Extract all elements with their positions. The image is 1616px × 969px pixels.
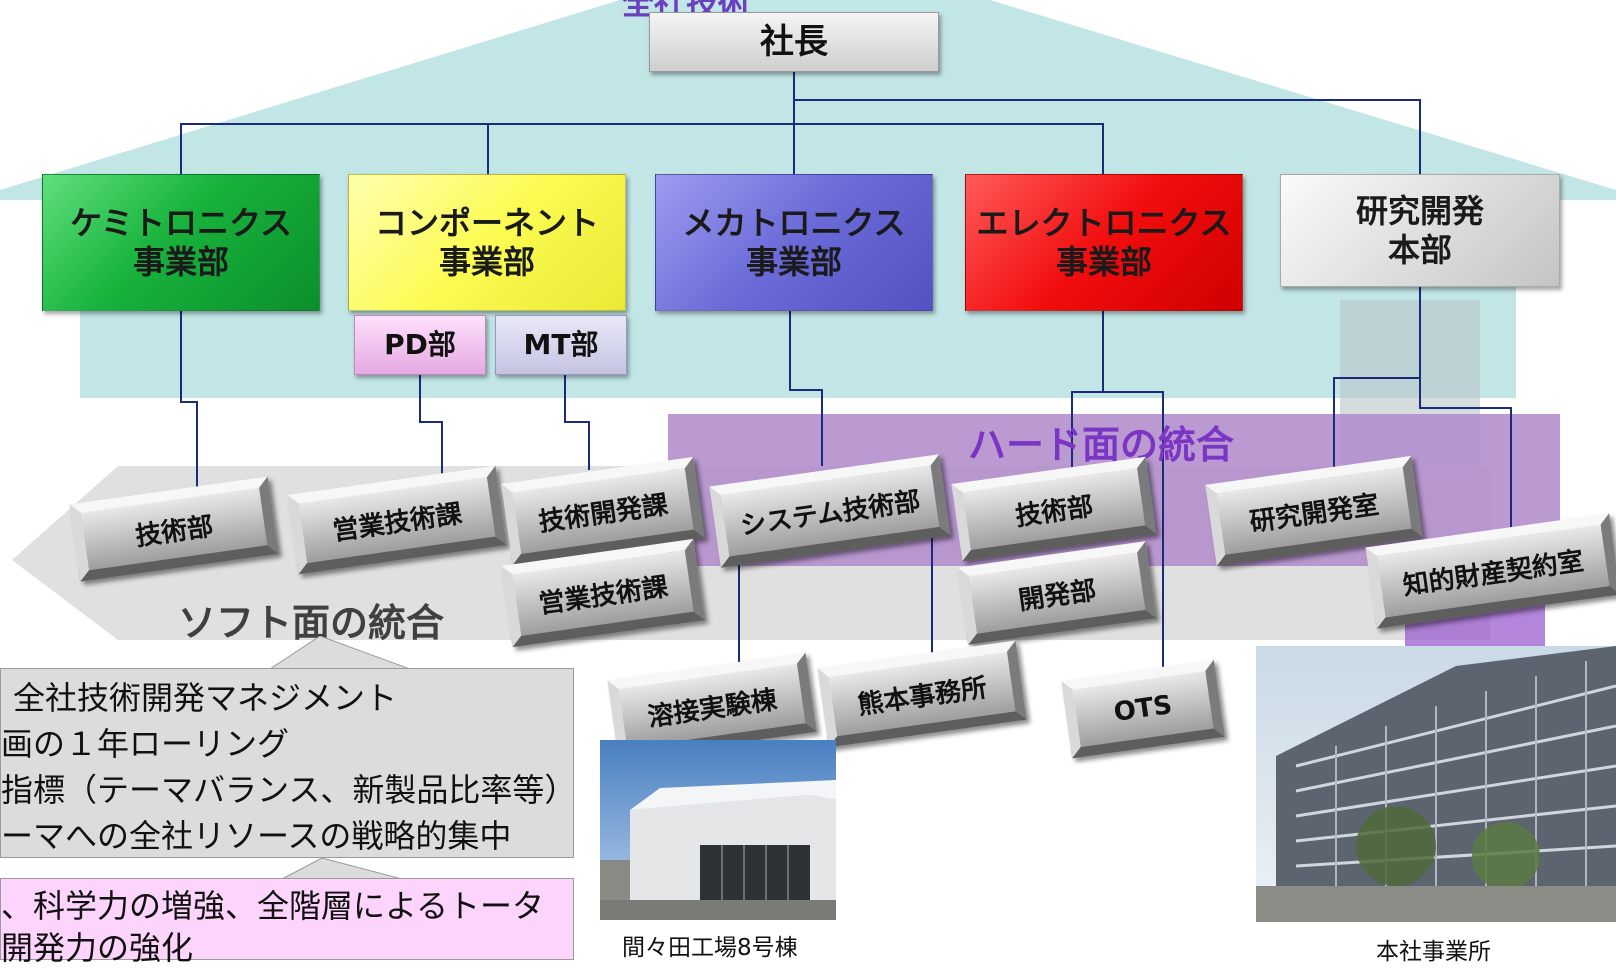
welding-lab-label: 溶接実験棟 — [645, 684, 779, 733]
gray-note-line-3: 指標（テーマバランス、新製品比率等） — [1, 771, 577, 809]
elec-dev-label: 開発部 — [1016, 575, 1099, 616]
chemitronics-division: ケミトロニクス 事業部 — [42, 174, 320, 311]
pd-department: PD部 — [354, 315, 486, 375]
gray-note-box: 全社技術開発マネジメント 画の１年ローリング 指標（テーマバランス、新製品比率等… — [0, 668, 577, 858]
electronics-division: エレクトロニクス 事業部 — [965, 174, 1243, 311]
gray-note-line-1: 全社技術開発マネジメント — [13, 679, 398, 717]
pink-note-line-1: 、科学力の増強、全階層によるトータ — [1, 887, 545, 925]
mechatronics-division: メカトロニクス 事業部 — [655, 174, 933, 311]
comp-sales-tech-2-label: 営業技術課 — [536, 571, 670, 620]
kumamoto-office-label: 熊本事務所 — [855, 672, 989, 721]
mamada-building-photo — [600, 740, 836, 920]
component-division: コンポーネント 事業部 — [348, 174, 626, 311]
rnd-headquarters: 研究開発 本部 — [1280, 174, 1560, 287]
mamada-caption: 間々田工場8号棟 — [622, 935, 798, 961]
ots-label: OTS — [1111, 690, 1175, 728]
elec-tech-label: 技術部 — [1013, 491, 1096, 532]
headquarters-photo — [1256, 646, 1616, 922]
soft-integration-label: ソフト面の統合 — [178, 601, 445, 645]
mt-department: MT部 — [495, 315, 627, 375]
chem-tech-label: 技術部 — [133, 511, 216, 552]
gray-note-line-2: 画の１年ローリング — [1, 725, 290, 763]
pink-note-box: 、科学力の増強、全階層によるトータ 開発力の強化 — [0, 878, 574, 967]
rnd-ip-label: 知的財産契約室 — [1401, 545, 1586, 601]
pink-callout-tail — [282, 858, 402, 880]
mech-system-tech-label: システム技術部 — [738, 486, 923, 541]
comp-tech-dev-label: 技術開発課 — [536, 489, 670, 538]
comp-sales-tech-label: 営業技術課 — [330, 498, 464, 547]
gray-note-line-4: ーマへの全社リソースの戦略的集中 — [1, 817, 512, 855]
rnd-lab-label: 研究開発室 — [1247, 489, 1381, 538]
pink-note-line-2: 開発力の強化 — [1, 929, 194, 967]
hard-integration-label: ハード面の統合 — [968, 423, 1235, 467]
org-lines — [180, 72, 1512, 680]
headquarters-caption: 本社事業所 — [1376, 939, 1491, 965]
gray-callout-tail — [270, 636, 410, 670]
president-box: 社長 — [649, 12, 939, 72]
